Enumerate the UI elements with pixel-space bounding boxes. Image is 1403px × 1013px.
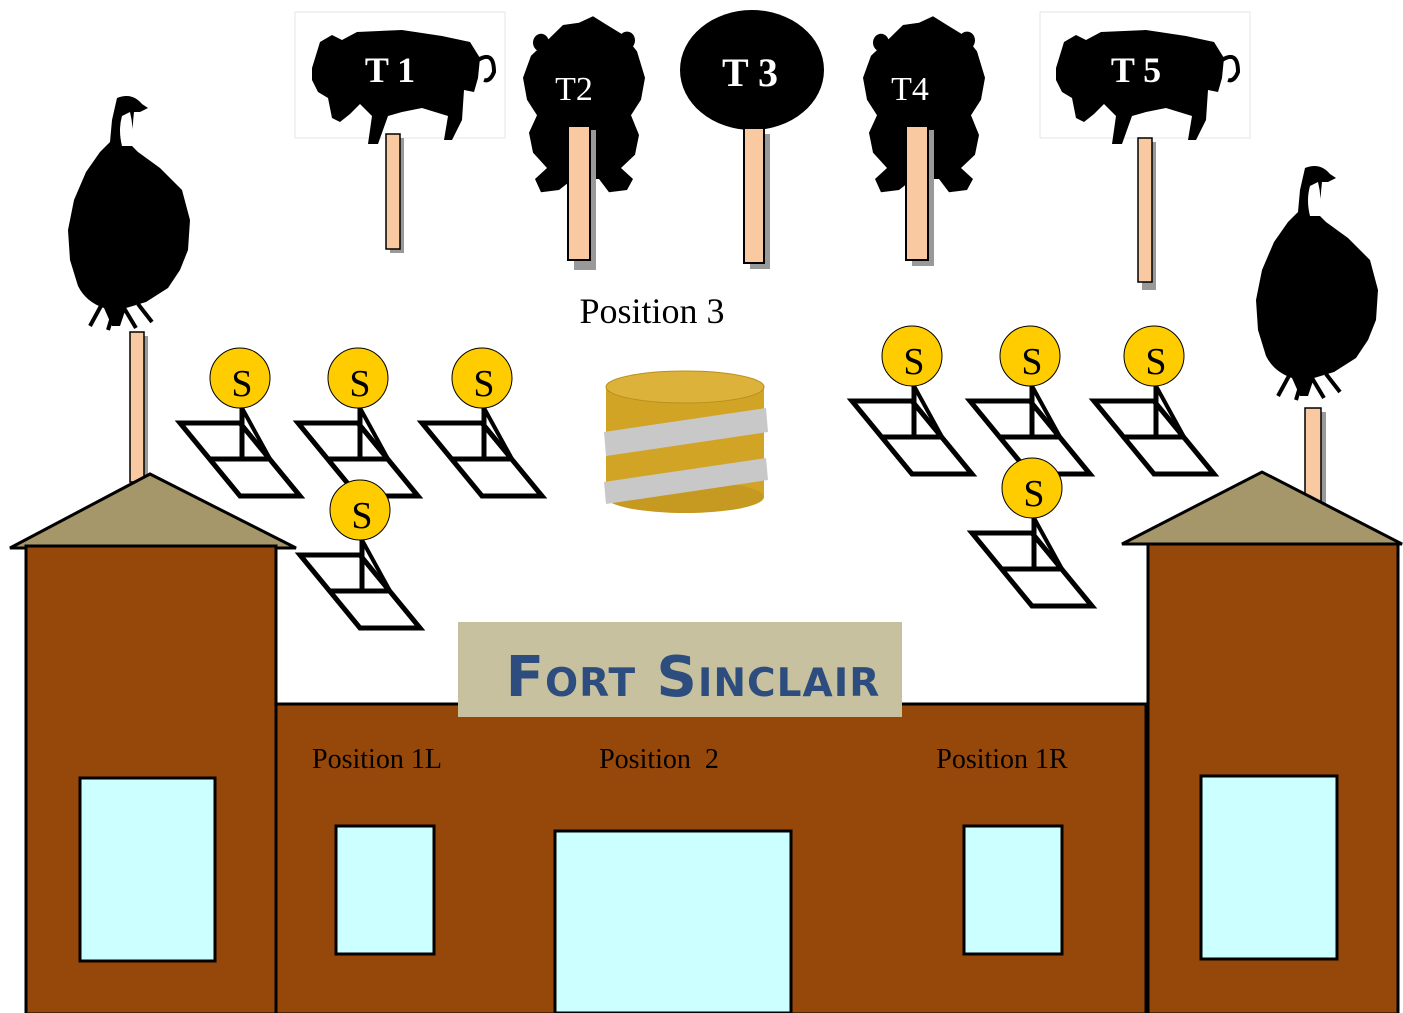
door-center — [553, 829, 793, 1013]
left-tower-roof — [9, 472, 297, 550]
steel-label: S — [231, 363, 252, 405]
steel-label: S — [1145, 341, 1166, 383]
barrel-icon — [604, 370, 768, 513]
position-1l-label: Position 1L — [312, 744, 442, 775]
position-2-label: Position 2 — [599, 744, 719, 775]
vulture-left — [28, 80, 218, 486]
left-tower-window — [78, 776, 217, 963]
steel-label: S — [903, 341, 924, 383]
vulture-icon — [1254, 164, 1380, 402]
fort-sign-board — [458, 622, 902, 717]
fort-sign-text: Fort Sinclair — [506, 645, 880, 710]
target-T1 — [294, 11, 506, 253]
steel-label: S — [1023, 473, 1044, 515]
steel-label: S — [349, 363, 370, 405]
target-label-T4: T4 — [891, 71, 929, 108]
position-3-label: Position 3 — [579, 291, 724, 331]
steel-label: S — [1021, 341, 1042, 383]
steel-label: S — [351, 495, 372, 537]
target-T4 — [863, 16, 985, 266]
target-T2 — [523, 16, 645, 270]
target-T3 — [680, 10, 824, 269]
right-tower-roof — [1121, 470, 1403, 546]
right-tower-window — [1199, 774, 1339, 961]
target-label-T5: T 5 — [1111, 50, 1161, 90]
position-1r-label: Position 1R — [936, 744, 1068, 775]
target-label-T2: T2 — [555, 71, 593, 108]
target-label-T3: T 3 — [722, 50, 778, 95]
window-1l — [334, 824, 436, 956]
target-label-T1: T 1 — [365, 50, 415, 90]
target-T5 — [1039, 11, 1251, 290]
steel-label: S — [473, 363, 494, 405]
window-1r — [962, 824, 1064, 956]
